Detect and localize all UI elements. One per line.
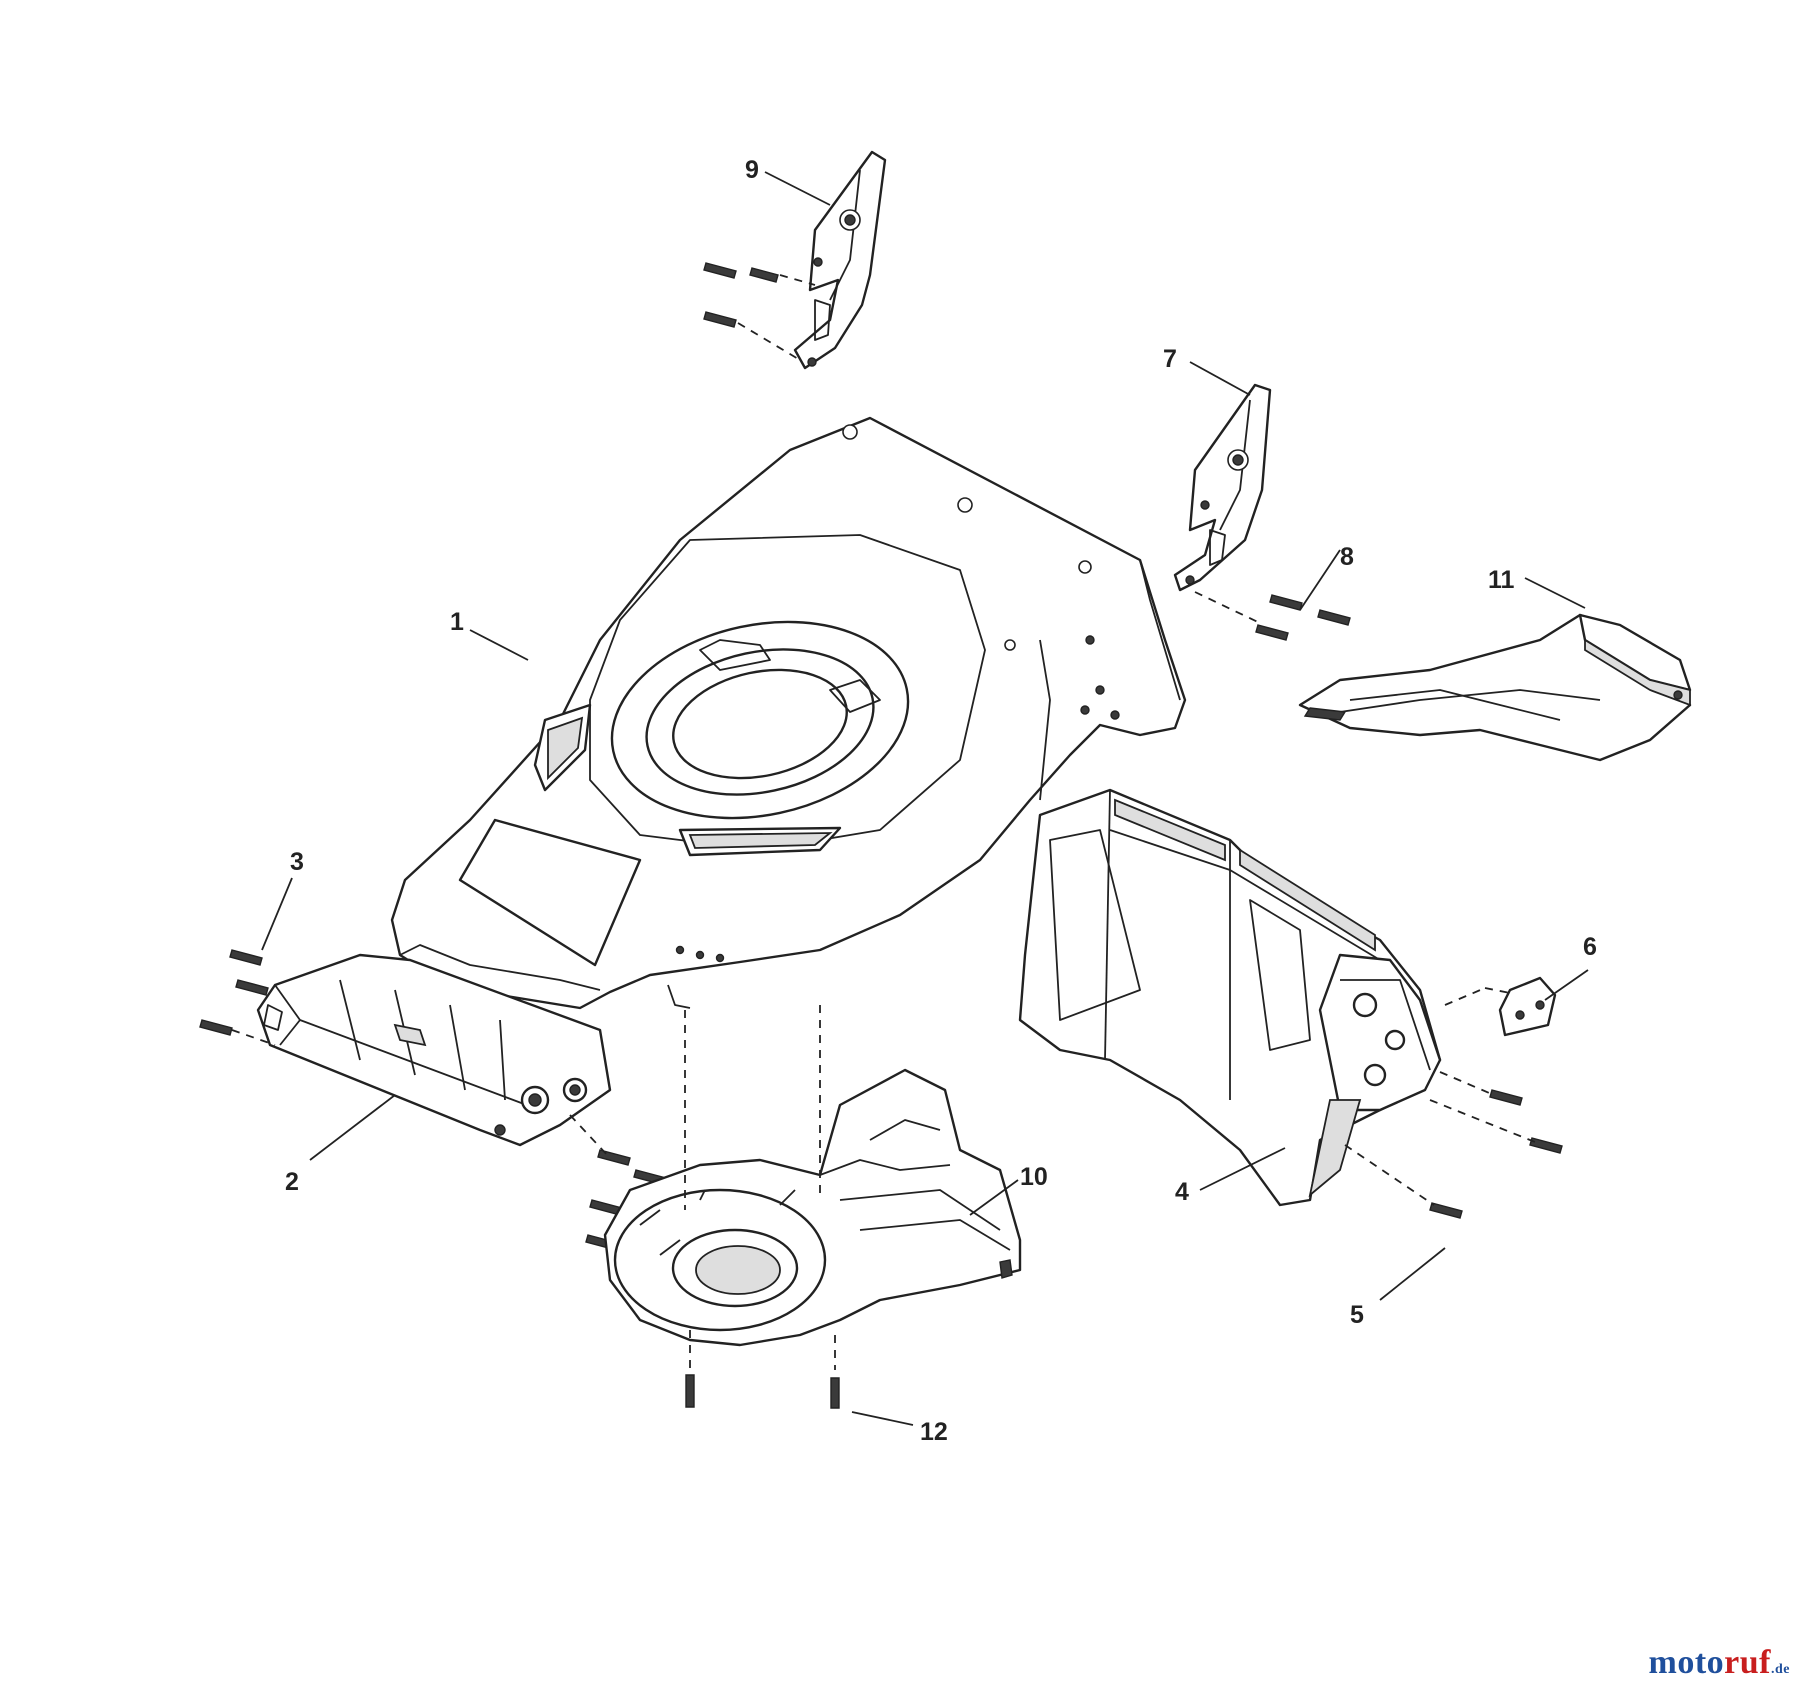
callout-8: 8 <box>1340 543 1354 571</box>
part-1-mower-deck <box>390 416 1187 1010</box>
part-10-deflector <box>603 1068 1022 1347</box>
watermark-logo: motoruf.de <box>1649 1644 1790 1682</box>
callout-2: 2 <box>285 1168 299 1196</box>
watermark-text-moto: moto <box>1648 1644 1725 1681</box>
callout-10: 10 <box>1020 1163 1048 1191</box>
callout-12: 12 <box>920 1418 948 1446</box>
part-11-rear-flap <box>1298 613 1692 762</box>
callout-9: 9 <box>745 156 759 184</box>
part-6-plate <box>1444 976 1557 1037</box>
part-2-front-guard <box>256 953 612 1147</box>
part-9-screws <box>703 262 816 361</box>
watermark-text-ruf: ruf <box>1724 1644 1771 1681</box>
callout-7: 7 <box>1163 345 1177 373</box>
callout-1: 1 <box>450 608 464 636</box>
callout-3: 3 <box>290 848 304 876</box>
callout-6: 6 <box>1583 933 1597 961</box>
part-9-bracket <box>793 150 887 370</box>
callout-11: 11 <box>1488 566 1515 594</box>
part-12-screws <box>684 1005 840 1409</box>
part-4-grass-chute <box>1018 788 1442 1207</box>
callout-4: 4 <box>1175 1178 1189 1206</box>
callout-5: 5 <box>1350 1301 1364 1329</box>
leader-lines <box>261 171 1589 1426</box>
watermark-text-domain: .de <box>1771 1662 1790 1677</box>
part-8-screws <box>1194 591 1351 641</box>
part-7-bracket <box>1173 383 1272 592</box>
callout-labels: 1 2 3 4 5 6 7 8 9 10 11 12 <box>285 156 1597 1446</box>
part-5-screws <box>1344 1071 1563 1219</box>
